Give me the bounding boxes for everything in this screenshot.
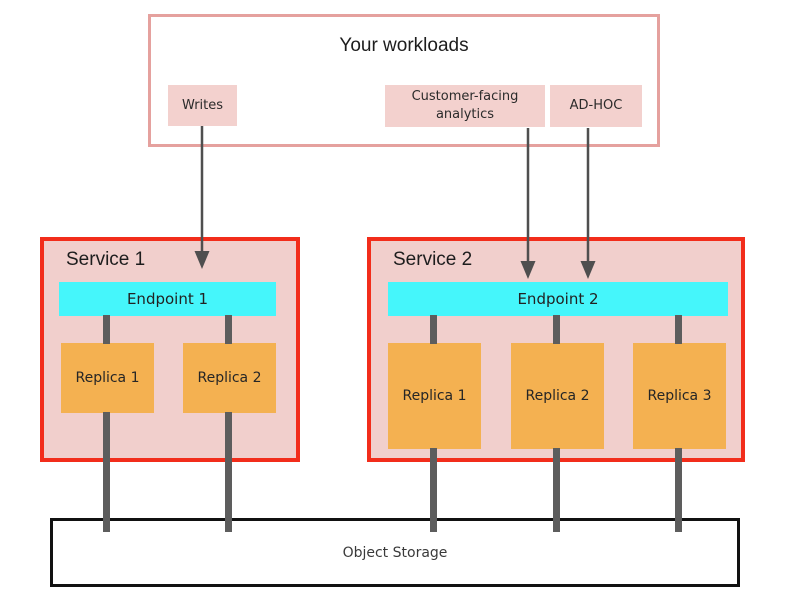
workload-chip-writes: Writes (168, 85, 237, 126)
service-1-endpoint-bar: Endpoint 1 (59, 282, 276, 316)
workloads-title: Your workloads (339, 35, 469, 56)
service-2-replica-3: Replica 3 (633, 343, 726, 449)
workload-chip-adhoc: AD-HOC (550, 85, 642, 127)
service-1-replica-2: Replica 2 (183, 343, 276, 413)
service-1-box: Service 1 Endpoint 1 Replica 1 Replica 2 (40, 237, 300, 462)
service-1-title: Service 1 (66, 249, 146, 270)
service-2-box: Service 2 Endpoint 2 Replica 1 Replica 2… (367, 237, 745, 462)
workload-chip-analytics: Customer-facing analytics (385, 85, 545, 127)
object-storage-label: Object Storage (342, 544, 448, 561)
workloads-box: Your workloads Writes Customer-facing an… (148, 14, 660, 147)
service-2-replica-2: Replica 2 (511, 343, 604, 449)
object-storage-box: Object Storage (50, 518, 740, 587)
service-1-replica-1: Replica 1 (61, 343, 154, 413)
service-2-endpoint-bar: Endpoint 2 (388, 282, 728, 316)
service-2-replica-1: Replica 1 (388, 343, 481, 449)
service-2-title: Service 2 (393, 249, 473, 270)
